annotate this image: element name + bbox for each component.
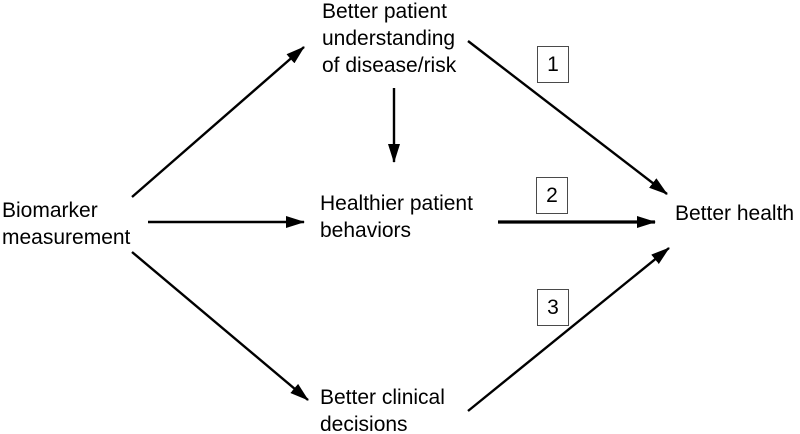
pathway-label-1: 1 <box>547 52 559 76</box>
node-better-clinical-decisions: Better clinical decisions <box>320 386 445 434</box>
pathway-label-box-1: 1 <box>537 46 569 83</box>
node-better-health: Better health <box>675 202 795 225</box>
pathway-label-3: 3 <box>547 295 559 319</box>
arrow-biomarker-to-decisions <box>131 251 309 401</box>
arrow-biomarker-to-understanding <box>131 46 305 198</box>
pathway-label-box-3: 3 <box>537 289 569 326</box>
pathway-label-2: 2 <box>546 183 558 207</box>
arrow-understanding-to-health <box>467 40 668 195</box>
pathway-label-box-2: 2 <box>536 177 568 214</box>
node-better-patient-understanding: Better patient understanding of disease/… <box>322 0 457 77</box>
arrow-decisions-to-health <box>467 247 670 412</box>
node-healthier-patient-behaviors: Healthier patient behaviors <box>320 192 473 242</box>
node-biomarker-measurement: Biomarker measurement <box>2 199 131 249</box>
